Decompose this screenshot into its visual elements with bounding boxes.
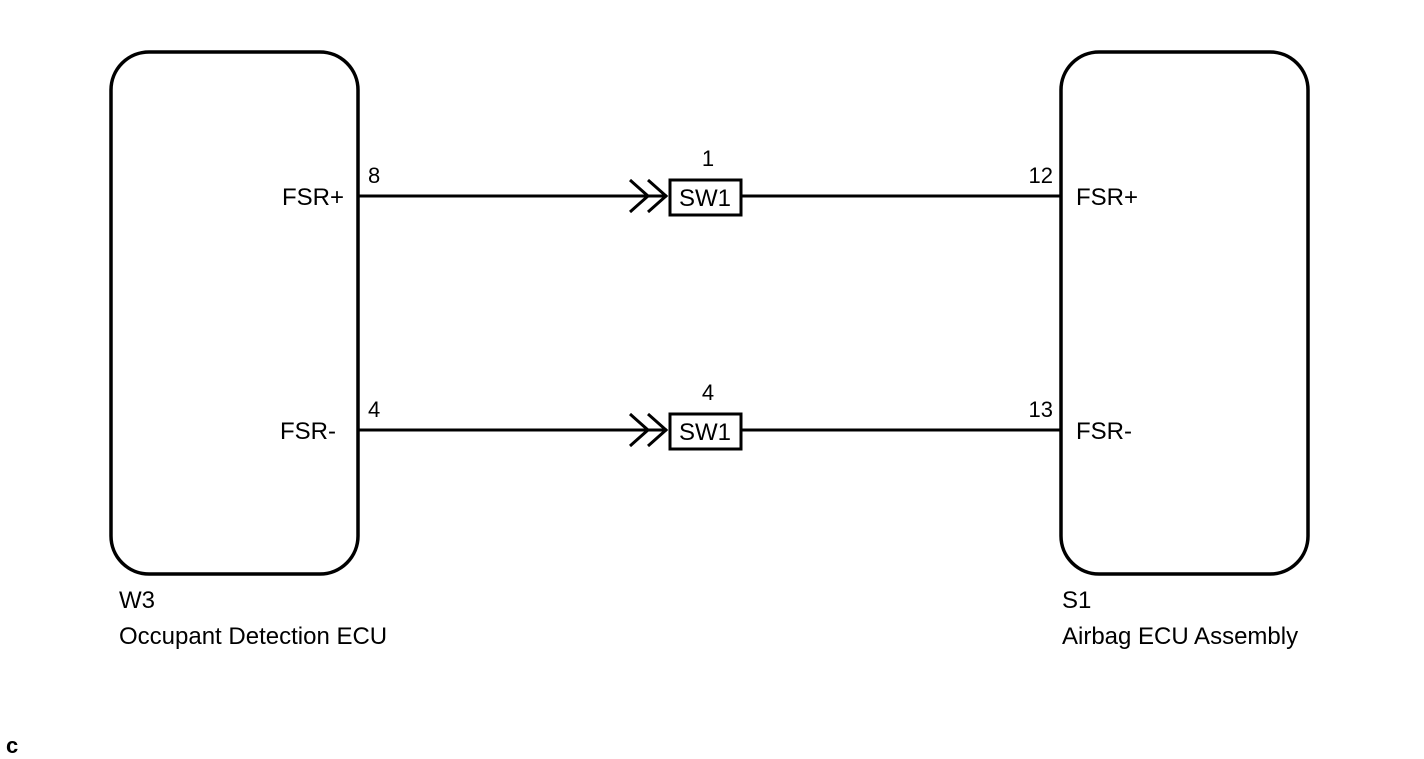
left-component-code: W3 (119, 587, 155, 614)
connector-arrow-icon (629, 178, 651, 214)
right-pin-number: 13 (1029, 397, 1053, 422)
left-signal-label: FSR- (280, 418, 336, 445)
left-signal-label: FSR+ (282, 184, 344, 211)
connector-box (668, 178, 743, 217)
connector-arrow-icon (647, 178, 669, 214)
connector-label: SW1 (679, 419, 731, 446)
right-component-code: S1 (1062, 587, 1091, 614)
circuit-fsr-minus: SW1 4 4 FSR- 13 FSR- (280, 380, 1132, 451)
connector-arrow-icon (647, 412, 669, 448)
connector-arrow-icon (629, 412, 651, 448)
right-ecu-box (1059, 50, 1310, 576)
corner-mark: c (6, 733, 18, 758)
left-pin-number: 8 (368, 163, 380, 188)
right-signal-label: FSR+ (1076, 184, 1138, 211)
right-signal-label: FSR- (1076, 418, 1132, 445)
left-pin-number: 4 (368, 397, 380, 422)
connector-pin-number: 4 (702, 380, 714, 405)
right-component-name: Airbag ECU Assembly (1062, 623, 1298, 650)
circuit-fsr-plus: SW1 1 8 FSR+ 12 FSR+ (282, 146, 1138, 217)
left-ecu-box (109, 50, 360, 576)
connector-pin-number: 1 (702, 146, 714, 171)
left-component-name: Occupant Detection ECU (119, 623, 387, 650)
right-pin-number: 12 (1029, 163, 1053, 188)
connector-label: SW1 (679, 185, 731, 212)
